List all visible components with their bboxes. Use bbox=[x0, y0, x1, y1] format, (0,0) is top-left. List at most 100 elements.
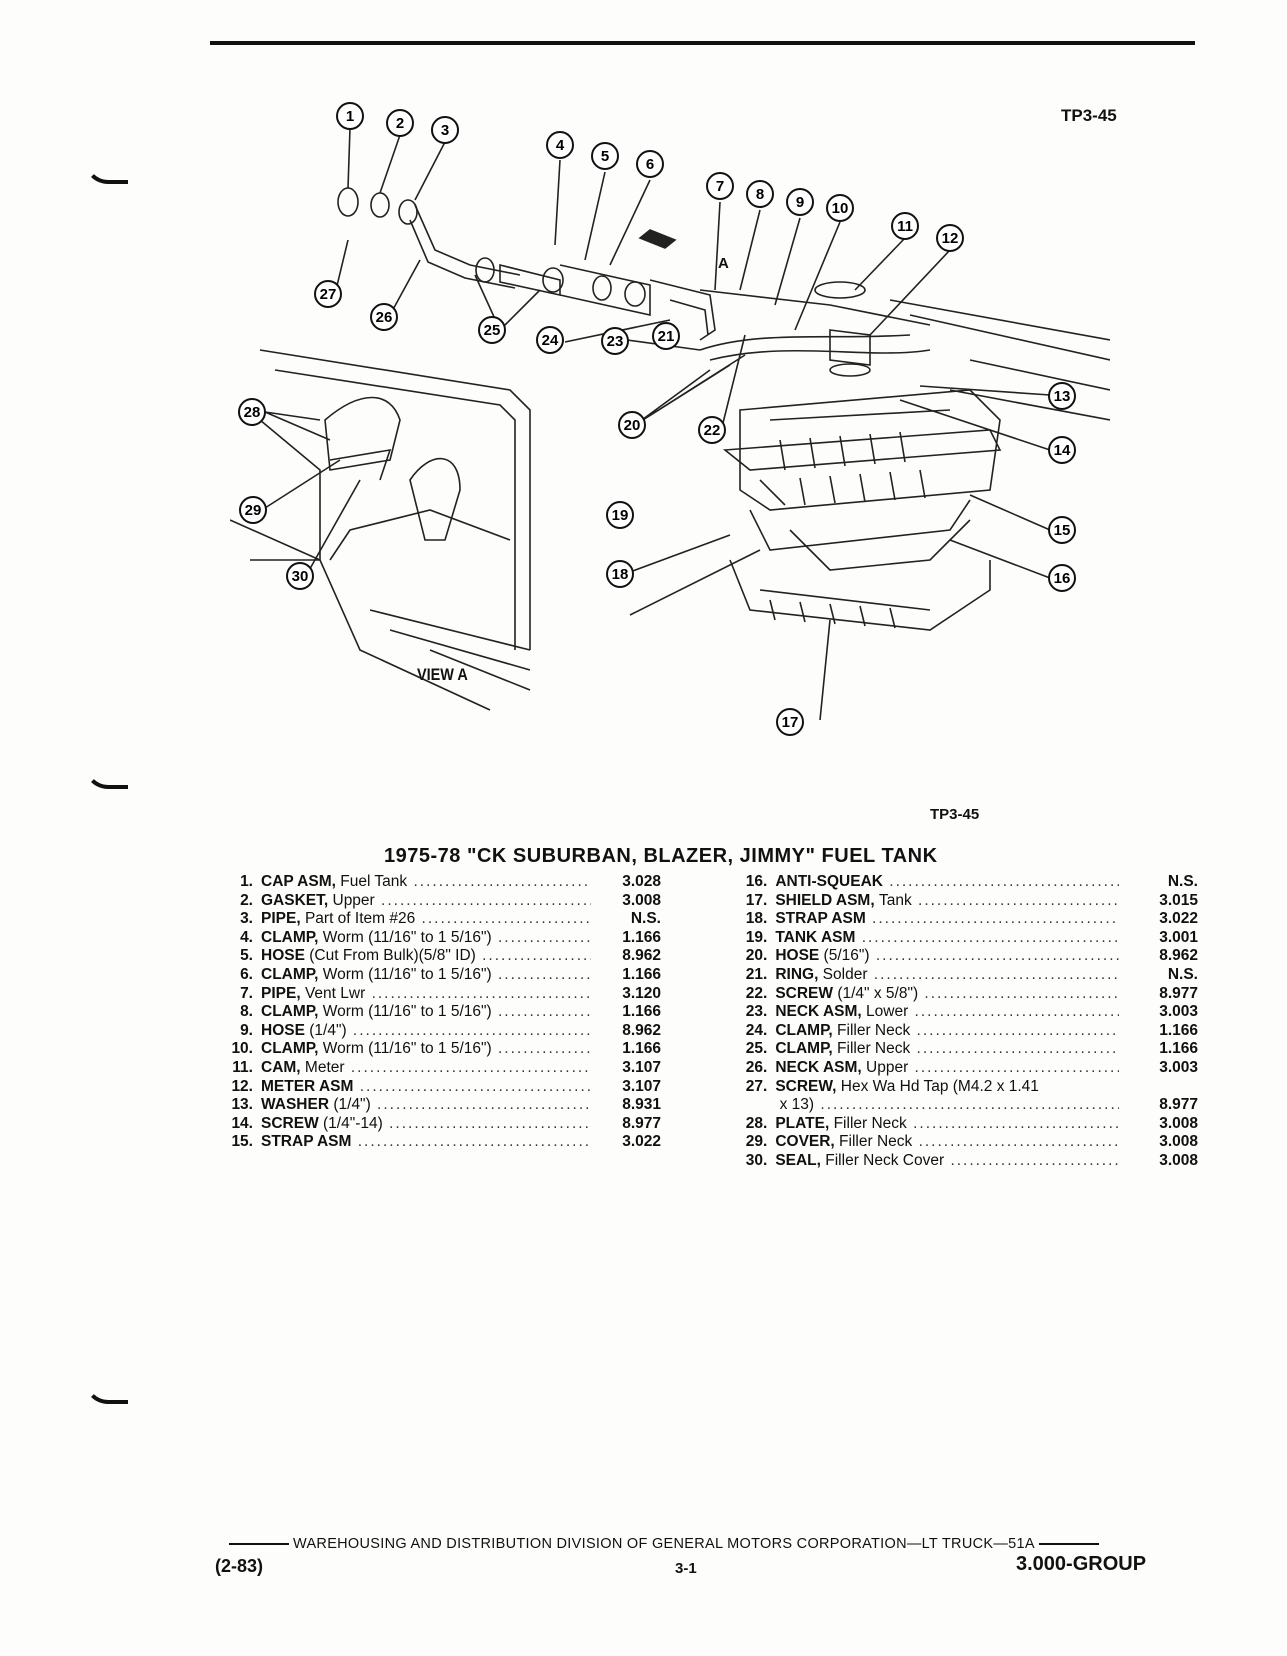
part-row: 16.ANTI-SQUEAK .........................… bbox=[728, 873, 1198, 892]
part-number: 27. bbox=[745, 1077, 768, 1095]
part-description: Filler Neck bbox=[834, 1133, 913, 1151]
footer-group: 3.000-GROUP bbox=[1016, 1553, 1147, 1575]
part-row: 3.PIPE, Part of Item #26 ...............… bbox=[213, 910, 679, 929]
part-description: Filler Neck bbox=[832, 1021, 911, 1039]
callout-30: 30 bbox=[286, 562, 314, 590]
callout-2: 2 bbox=[386, 109, 414, 137]
part-row: 10.CLAMP, Worm (11/16" to 1 5/16") .....… bbox=[213, 1040, 679, 1059]
leader-dots: ........................................… bbox=[950, 1151, 1119, 1169]
leader-dots: ........................................… bbox=[497, 1040, 591, 1058]
part-description: Filler Neck bbox=[832, 1040, 911, 1058]
group-number: 8.977 bbox=[622, 1114, 661, 1132]
part-number: 1. bbox=[240, 873, 253, 890]
part-row: 24.CLAMP, Filler Neck ..................… bbox=[728, 1022, 1198, 1041]
leader-dots: ........................................… bbox=[861, 928, 1120, 946]
part-name: NECK ASM, bbox=[775, 1058, 862, 1076]
binder-hole-mark bbox=[84, 1380, 128, 1404]
footer-division: WAREHOUSING AND DISTRIBUTION DIVISION OF… bbox=[225, 1536, 1103, 1552]
callout-29: 29 bbox=[239, 496, 267, 524]
group-number: 1.166 bbox=[1159, 1040, 1198, 1058]
leader-dots: ........................................… bbox=[918, 1133, 1120, 1151]
part-name: CLAMP, bbox=[775, 1040, 833, 1058]
part-description: Filler Neck bbox=[829, 1114, 907, 1132]
callout-label: 29 bbox=[245, 502, 262, 519]
part-number: 21. bbox=[745, 965, 768, 983]
group-number: 8.977 bbox=[1159, 1096, 1198, 1114]
part-name: HOSE bbox=[261, 1021, 305, 1039]
callout-1: 1 bbox=[336, 102, 364, 130]
part-name: PLATE, bbox=[775, 1114, 830, 1132]
direction-label: A bbox=[718, 255, 729, 272]
callout-label: 8 bbox=[756, 186, 764, 203]
callout-label: 30 bbox=[292, 568, 309, 585]
part-name: SHIELD ASM, bbox=[775, 891, 875, 909]
part-row: 19.TANK ASM ............................… bbox=[728, 929, 1198, 948]
part-number: 17. bbox=[745, 891, 768, 909]
leader-dots bbox=[1039, 1078, 1119, 1097]
callout-label: 16 bbox=[1054, 570, 1071, 587]
callout-14: 14 bbox=[1048, 436, 1076, 464]
part-row: 23.NECK ASM, Lower .....................… bbox=[728, 1003, 1198, 1022]
group-number: 3.015 bbox=[1159, 891, 1198, 909]
part-description: Hex Wa Hd Tap (M4.2 x 1.41 bbox=[836, 1077, 1039, 1095]
footer-rule-left bbox=[229, 1543, 289, 1546]
part-row: 8.CLAMP, Worm (11/16" to 1 5/16") ......… bbox=[213, 1003, 679, 1022]
part-row: 5.HOSE (Cut From Bulk)(5/8" ID) ........… bbox=[213, 947, 679, 966]
callout-7: 7 bbox=[706, 172, 734, 200]
callout-16: 16 bbox=[1048, 564, 1076, 592]
part-number: 8. bbox=[240, 1003, 253, 1021]
group-number: 3.028 bbox=[622, 873, 661, 890]
leader-dots: ........................................… bbox=[875, 947, 1120, 965]
part-number: 30. bbox=[745, 1151, 768, 1169]
callout-label: 4 bbox=[556, 137, 565, 154]
part-number: 28. bbox=[745, 1114, 768, 1132]
part-row: 9.HOSE (1/4") ..........................… bbox=[213, 1022, 679, 1041]
part-name: CAP ASM, bbox=[261, 873, 336, 890]
callout-11: 11 bbox=[891, 212, 919, 240]
callout-25: 25 bbox=[478, 316, 506, 344]
part-row: 30.SEAL, Filler Neck Cover .............… bbox=[728, 1152, 1198, 1171]
callout-label: 12 bbox=[942, 230, 959, 247]
group-number: 1.166 bbox=[622, 928, 661, 946]
group-number: 1.166 bbox=[622, 1040, 661, 1058]
part-row: 15.STRAP ASM ...........................… bbox=[213, 1133, 679, 1152]
part-row: 1.CAP ASM, Fuel Tank ...................… bbox=[213, 873, 679, 892]
part-name: CLAMP, bbox=[261, 965, 319, 983]
part-description: Lower bbox=[861, 1003, 909, 1021]
callout-10: 10 bbox=[826, 194, 854, 222]
part-row: 12.METER ASM ...........................… bbox=[213, 1078, 679, 1097]
top-rule bbox=[210, 41, 1195, 45]
part-row: 21.RING, Solder ........................… bbox=[728, 966, 1198, 985]
binder-hole-mark bbox=[84, 160, 128, 184]
group-number: 1.166 bbox=[622, 1003, 661, 1021]
leader-dots: ........................................… bbox=[482, 947, 591, 965]
group-number: 3.022 bbox=[1159, 910, 1198, 928]
part-number: 16. bbox=[745, 873, 768, 890]
group-number bbox=[1119, 1078, 1198, 1097]
leader-dots: ........................................… bbox=[497, 928, 591, 946]
leader-dots: ........................................… bbox=[381, 891, 591, 909]
callout-label: 27 bbox=[320, 286, 337, 303]
part-name: PIPE, bbox=[261, 984, 301, 1002]
leader-dots: ........................................… bbox=[924, 984, 1120, 1002]
leader-dots: ........................................… bbox=[413, 873, 591, 890]
part-name: SCREW, bbox=[775, 1077, 837, 1095]
part-description: x 13) bbox=[775, 1096, 815, 1114]
part-row: 4.CLAMP, Worm (11/16" to 1 5/16") ......… bbox=[213, 929, 679, 948]
part-number: 22. bbox=[745, 984, 768, 1002]
part-number: 29. bbox=[745, 1133, 768, 1151]
leader-dots: ........................................… bbox=[497, 1003, 591, 1021]
callout-label: 10 bbox=[832, 200, 849, 217]
callout-27: 27 bbox=[314, 280, 342, 308]
part-description: Filler Neck Cover bbox=[820, 1151, 945, 1169]
part-description: Worm (11/16" to 1 5/16") bbox=[318, 1040, 492, 1058]
part-name: CLAMP, bbox=[261, 1040, 319, 1058]
part-name: WASHER bbox=[261, 1096, 330, 1114]
callout-20: 20 bbox=[618, 411, 646, 439]
group-number: 8.931 bbox=[622, 1096, 661, 1114]
group-number: 3.120 bbox=[622, 984, 661, 1002]
part-number: 19. bbox=[745, 928, 768, 946]
part-row: 7.PIPE, Vent Lwr .......................… bbox=[213, 985, 679, 1004]
group-number: 3.001 bbox=[1159, 928, 1198, 946]
